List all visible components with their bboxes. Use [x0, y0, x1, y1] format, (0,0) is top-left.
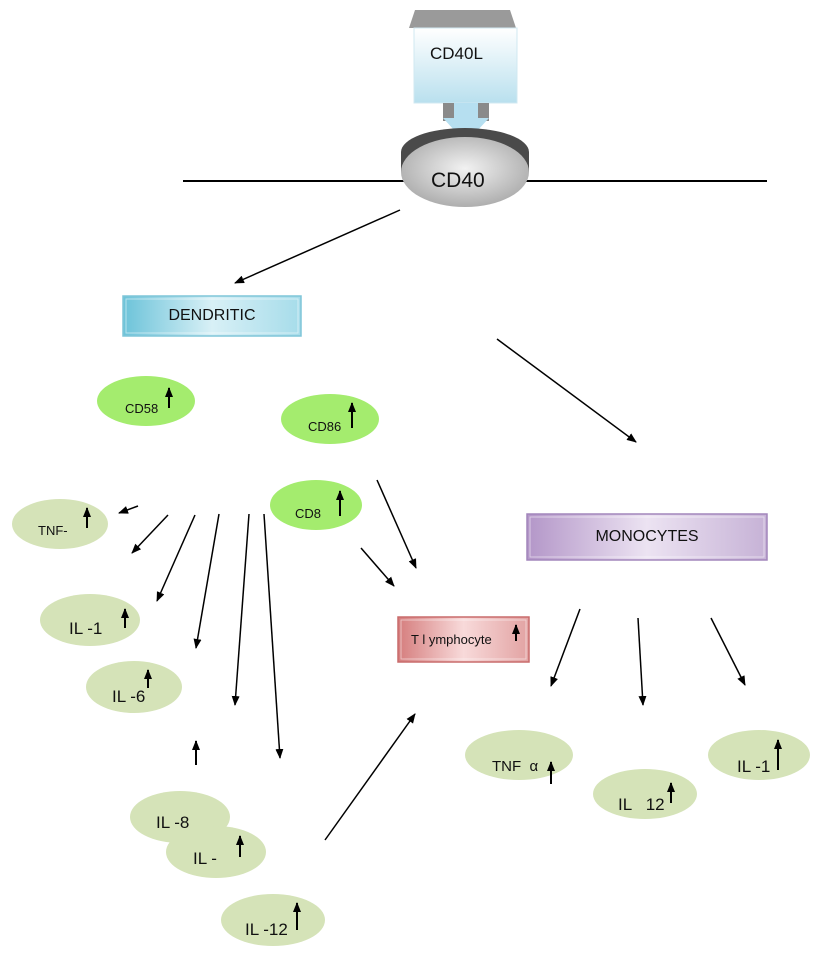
- dendritic-box: DENDRITIC: [123, 296, 301, 336]
- mono-tnf-label: TNF α: [492, 758, 539, 775]
- cd86-label: CD86: [308, 419, 342, 434]
- mono-il1-oval: [708, 730, 810, 780]
- t-lymphocyte-box-shape: [397, 616, 530, 663]
- t-lymphocyte-box: T l ymphocyte: [398, 617, 529, 662]
- cd40-label: CD40: [431, 169, 485, 192]
- cd58-label: CD58: [125, 401, 159, 416]
- il1-oval: [40, 594, 140, 646]
- mono-il12-label: IL 12: [618, 795, 665, 814]
- t-lymphocyte-label: T l ymphocyte: [411, 632, 492, 647]
- monocytes-label: MONOCYTES: [595, 528, 699, 545]
- cd40l-label: CD40L: [430, 44, 483, 63]
- il1-label: IL -1: [69, 619, 103, 638]
- monocytes-box: MONOCYTES: [527, 514, 767, 560]
- il-label: IL -: [193, 849, 217, 868]
- il12-label: IL -12: [245, 920, 288, 939]
- tnf-label: TNF-: [38, 523, 68, 538]
- mono-tnf-oval: [465, 730, 573, 780]
- up-arrow-icons: [83, 387, 782, 930]
- dendritic-box-shape: [122, 295, 302, 337]
- cd40l-ligand: [409, 10, 518, 143]
- cd8-oval: [270, 480, 362, 530]
- flow-arrows: [118, 209, 746, 841]
- mono-il1-label: IL -1: [737, 757, 771, 776]
- cd8-label: CD8: [295, 506, 322, 521]
- cd40-receptor: [401, 128, 529, 207]
- dendritic-label: DENDRITIC: [168, 307, 256, 324]
- mono-il12-oval: [593, 769, 697, 819]
- il6-label: IL -6: [112, 687, 146, 706]
- il8-label: IL -8: [156, 813, 190, 832]
- monocytes-box-shape: [526, 513, 768, 561]
- il6-oval: [86, 661, 182, 713]
